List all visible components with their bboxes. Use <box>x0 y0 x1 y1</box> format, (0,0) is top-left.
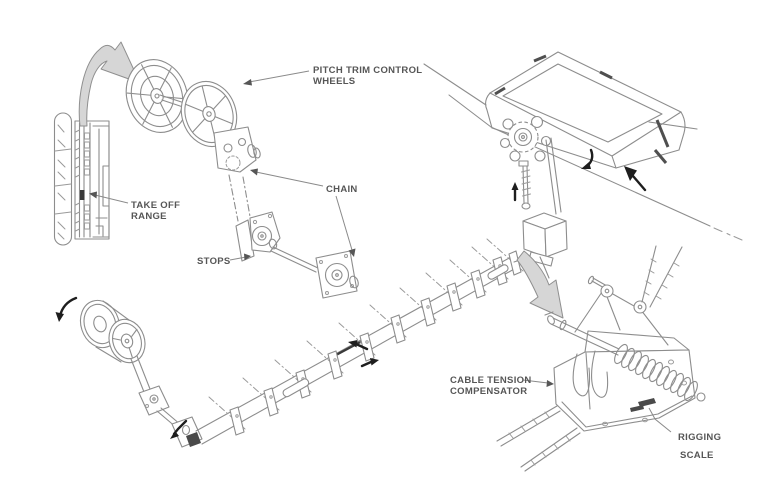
chain-stops-assembly <box>235 211 281 262</box>
elevator-trim-cable-run <box>195 238 524 445</box>
rear-trim-wheel <box>125 59 189 133</box>
stabilizer-motion-arrow-icon <box>631 174 647 192</box>
drum-rotation-arrow-icon <box>58 296 78 318</box>
stabilizer-inner-frame <box>502 63 663 143</box>
label-text: CHAIN <box>326 184 358 195</box>
cable-turnbuckle <box>487 264 509 280</box>
pitch-trim-control-wheels <box>125 59 261 173</box>
compensator-cable-loop <box>591 350 609 398</box>
label-pitch-trim-control-wheels: PITCH TRIM CONTROL WHEELS <box>243 65 422 87</box>
label-text: WHEELS <box>313 76 355 87</box>
label-text: STOPS <box>197 256 231 267</box>
compensator-spring <box>614 343 706 402</box>
compensator-pulley <box>600 284 614 298</box>
compensator-cable-loop <box>572 353 591 397</box>
pulley-a-frame <box>574 288 669 346</box>
label-text: TAKE OFF <box>131 200 180 211</box>
compensator-lower-cables <box>496 405 581 472</box>
lower-cable <box>201 267 517 445</box>
actuator-sprocket <box>507 121 539 153</box>
cross-shaft <box>270 246 319 273</box>
rod-clevis <box>547 315 555 325</box>
label-text: RIGGING <box>678 432 721 443</box>
chain-dashed-line <box>242 176 252 223</box>
trim-wheel-gearbox <box>213 126 261 173</box>
jackscrew <box>511 160 531 210</box>
compensator-pulley <box>633 300 647 314</box>
wheel-rotation-swoosh-arrow-icon <box>78 41 141 127</box>
label-text: RANGE <box>131 211 167 222</box>
forward-cable-drum <box>55 296 203 448</box>
trim-indicator-panel <box>74 120 110 240</box>
spring-end-eye <box>696 392 706 402</box>
cable-tension-compensator <box>496 245 706 472</box>
label-rigging-scale: RIGGING SCALE <box>648 407 721 461</box>
leader-arrowhead <box>243 79 252 86</box>
label-text: COMPENSATOR <box>450 386 527 397</box>
chain-dashed-line <box>228 174 239 222</box>
compensator-rod <box>552 317 620 350</box>
label-chain: CHAIN <box>250 168 358 257</box>
label-text: PITCH TRIM CONTROL <box>313 65 422 76</box>
cable-turnbuckle <box>282 378 310 398</box>
compensator-up-cables <box>641 245 683 308</box>
compensator-pointer-arrow-icon <box>516 250 564 319</box>
rigging-scale-slot <box>638 398 656 407</box>
label-take-off-range: TAKE OFF RANGE <box>89 191 180 222</box>
cable-fairlead-brackets <box>229 250 522 436</box>
cable-direction-arrow-icons <box>348 340 379 368</box>
drum-rotation-arrowhead <box>55 312 64 322</box>
fuselage-station-lines <box>208 238 524 430</box>
cockpit-pedestal-panel <box>53 112 110 246</box>
label-text: CABLE TENSION <box>450 375 532 386</box>
trim-actuator-assembly <box>499 115 568 279</box>
drum-support-arm <box>130 358 145 393</box>
hinge-fittings <box>494 54 670 164</box>
label-stops: STOPS <box>197 253 251 267</box>
compensator-back-wall <box>584 330 690 353</box>
pedestal-side-rail <box>53 112 73 246</box>
aft-sprocket-gearbox <box>315 250 359 299</box>
drum-housing-box <box>513 212 568 279</box>
chain-run <box>228 174 252 223</box>
take-off-range-marker <box>80 190 85 200</box>
horizontal-stabilizer-frame <box>423 51 743 241</box>
label-cable-tension-compensator: CABLE TENSION COMPENSATOR <box>450 375 554 397</box>
label-text: SCALE <box>680 450 714 461</box>
